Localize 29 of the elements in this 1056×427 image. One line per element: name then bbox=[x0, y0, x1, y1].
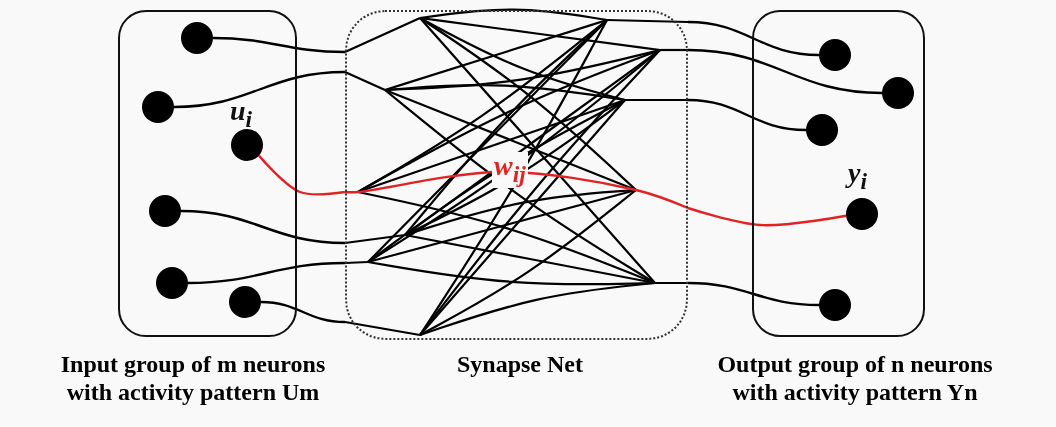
neuron-dot bbox=[156, 267, 188, 299]
connector-line bbox=[687, 281, 820, 307]
neuron-dot bbox=[819, 39, 851, 71]
neuron-group-box bbox=[118, 10, 297, 337]
neuron-dot bbox=[806, 114, 838, 146]
connector-line bbox=[180, 209, 346, 245]
connector-line bbox=[687, 20, 820, 57]
connector-line bbox=[260, 300, 346, 324]
connector-line bbox=[687, 48, 883, 95]
connector-line bbox=[173, 70, 346, 109]
group-caption: Input group of m neurons with activity pattern Um bbox=[59, 350, 327, 406]
neuron-dot bbox=[229, 286, 261, 318]
neuron-dot bbox=[882, 77, 914, 109]
neuron-dot bbox=[149, 195, 181, 227]
group-caption: Synapse Net bbox=[456, 350, 584, 378]
connector-line bbox=[687, 206, 847, 227]
connector-line bbox=[687, 98, 807, 132]
neuron-group-box bbox=[752, 10, 925, 337]
neuron-dot bbox=[846, 198, 878, 230]
neuron-label: u$_{i}$ bbox=[230, 96, 253, 134]
neuron-dot bbox=[819, 289, 851, 321]
group-caption: Output group of n neurons with activity pattern Yn bbox=[716, 350, 994, 406]
neuron-dot bbox=[231, 129, 263, 161]
connector-line bbox=[187, 261, 346, 285]
connector-line bbox=[258, 154, 346, 196]
weight-label: w$_{ij}$ bbox=[492, 152, 528, 188]
neuron-dot bbox=[142, 91, 174, 123]
neuron-dot bbox=[181, 22, 213, 54]
connector-line bbox=[212, 36, 346, 54]
